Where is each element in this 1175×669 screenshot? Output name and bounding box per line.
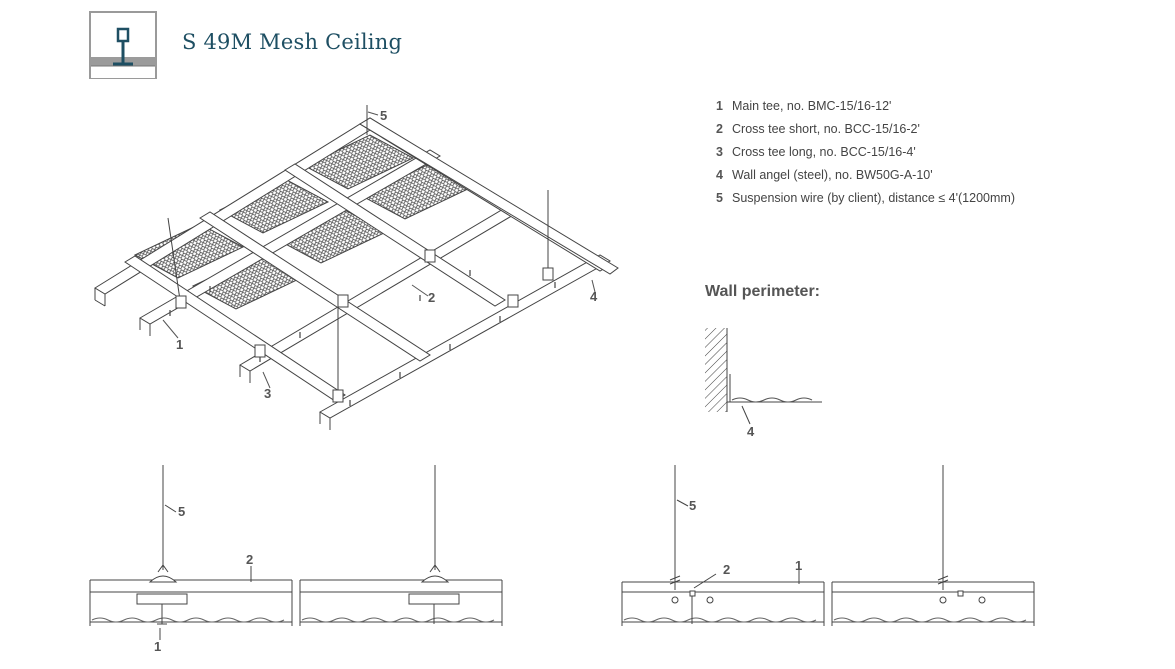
isometric-grid-drawing [94, 105, 619, 430]
legend-number: 3 [716, 145, 723, 159]
section-left-callout-2: 2 [246, 552, 253, 567]
wall-hatch [705, 328, 727, 412]
legend-number: 2 [716, 122, 723, 136]
legend-text: Cross tee long, no. BCC-15/16-4' [732, 145, 916, 159]
legend-number: 4 [716, 168, 723, 182]
section-right-callout-1: 1 [795, 558, 802, 573]
callout-leaders [162, 111, 596, 389]
iso-callout-3: 3 [264, 386, 271, 401]
section-right [621, 465, 1035, 626]
hanger-wires [167, 105, 549, 395]
iso-callout-5: 5 [380, 108, 387, 123]
wall-callout-4: 4 [747, 424, 755, 439]
legend-item: 2 Cross tee short, no. BCC-15/16-2' [716, 118, 1015, 141]
iso-callout-2: 2 [428, 290, 435, 305]
tee-slots [169, 270, 556, 406]
iso-callout-1: 1 [176, 337, 183, 352]
logo [89, 11, 157, 79]
section-left-callout-1: 1 [154, 639, 161, 654]
legend-item: 3 Cross tee long, no. BCC-15/16-4' [716, 141, 1015, 164]
wall-perimeter-detail [705, 328, 822, 425]
section-right-callout-2: 2 [723, 562, 730, 577]
legend-text: Cross tee short, no. BCC-15/16-2' [732, 122, 920, 136]
main-tee [319, 254, 611, 419]
section-left-callout-5: 5 [178, 504, 185, 519]
page-title: S 49M Mesh Ceiling [182, 30, 403, 54]
iso-callout-4: 4 [590, 289, 598, 304]
legend-text: Suspension wire (by client), distance ≤ … [732, 191, 1015, 205]
mesh-panel [303, 134, 415, 190]
mesh-panels [133, 134, 472, 310]
wall-perimeter-title: Wall perimeter: [705, 283, 820, 300]
cross-tee [199, 211, 431, 362]
legend-item: 4 Wall angel (steel), no. BW50G-A-10' [716, 164, 1015, 187]
main-tee [139, 149, 441, 325]
legend-item: 5 Suspension wire (by client), distance ≤… [716, 187, 1015, 210]
legend-number: 5 [716, 191, 723, 205]
ceiling-tee-icon [89, 11, 157, 79]
mesh-panel [133, 223, 245, 279]
section-right-callout-5: 5 [689, 498, 696, 513]
legend-text: Main tee, no. BMC-15/16-12' [732, 99, 892, 113]
legend-number: 1 [716, 99, 723, 113]
legend-text: Wall angel (steel), no. BW50G-A-10' [732, 168, 933, 182]
section-left [89, 465, 503, 640]
connection-clips [175, 249, 554, 403]
legend-item: 1 Main tee, no. BMC-15/16-12' [716, 95, 1015, 118]
